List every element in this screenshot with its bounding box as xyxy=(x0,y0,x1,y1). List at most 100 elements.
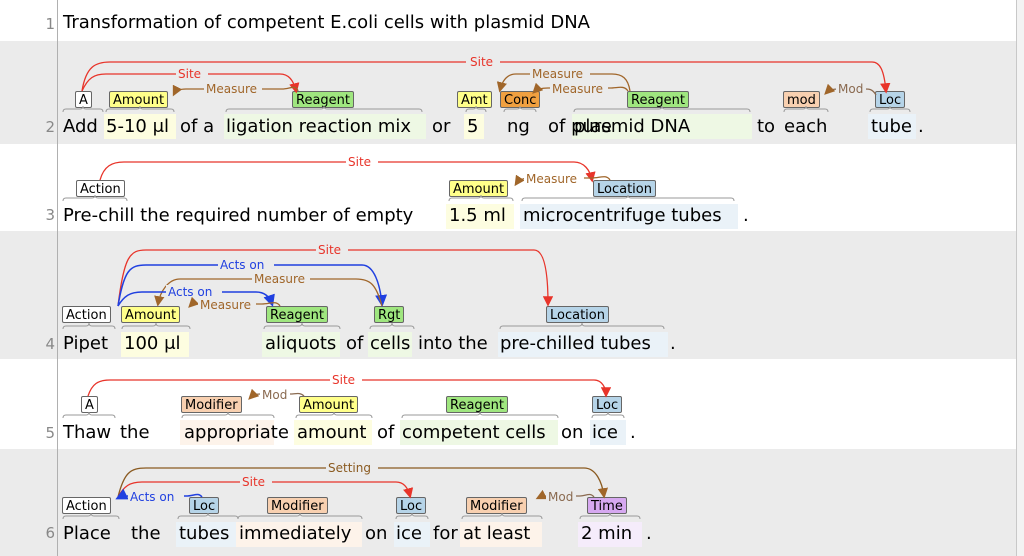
token[interactable]: competent cells xyxy=(402,422,546,443)
location-highlight xyxy=(520,204,738,229)
token[interactable]: or xyxy=(432,116,451,137)
gutter-divider xyxy=(57,0,58,556)
token[interactable]: tubes xyxy=(179,523,230,544)
sentence-title[interactable]: Transformation of competent E.coli cells… xyxy=(63,12,590,33)
token[interactable]: 2 min xyxy=(581,523,633,544)
line-number: 6 xyxy=(45,524,55,542)
entity-label-modifier[interactable]: Modifier xyxy=(466,497,527,514)
entity-label-time[interactable]: Time xyxy=(587,497,627,514)
location-highlight xyxy=(394,522,430,547)
entity-label-location[interactable]: Loc xyxy=(396,497,427,514)
token[interactable]: Pipet xyxy=(63,333,109,354)
entity-label-concentration[interactable]: Conc xyxy=(500,91,541,108)
token[interactable]: of a xyxy=(180,116,215,137)
token[interactable]: the xyxy=(120,422,150,443)
reagent-highlight xyxy=(224,114,426,139)
line-number: 4 xyxy=(45,335,55,353)
token[interactable]: . xyxy=(743,205,749,226)
token[interactable]: . xyxy=(630,422,636,443)
token[interactable]: of pure xyxy=(548,116,612,137)
token[interactable]: of xyxy=(346,333,364,354)
location-highlight xyxy=(868,114,916,139)
location-highlight xyxy=(590,420,626,445)
token[interactable]: at least xyxy=(463,523,531,544)
modifier-highlight xyxy=(180,420,274,445)
entity-label-reagent[interactable]: Reagent xyxy=(266,306,328,323)
entity-label-modifier[interactable]: mod xyxy=(783,91,820,108)
token[interactable]: 100 μl xyxy=(124,333,181,354)
token[interactable]: into the xyxy=(418,333,488,354)
token[interactable]: Place xyxy=(63,523,111,544)
entity-label-action[interactable]: Action xyxy=(62,306,111,323)
token[interactable]: . xyxy=(670,333,676,354)
entity-label-modifier[interactable]: Modifier xyxy=(267,497,328,514)
line-number: 5 xyxy=(45,424,55,442)
scrollbar[interactable] xyxy=(1017,0,1024,556)
line-number: 1 xyxy=(45,15,55,33)
entity-label-amount[interactable]: Amt xyxy=(457,91,492,108)
token[interactable]: to xyxy=(757,116,776,137)
sentence-row-1 xyxy=(0,0,1016,41)
location-highlight xyxy=(498,332,668,357)
right-border xyxy=(1016,0,1017,556)
modifier-highlight xyxy=(460,522,542,547)
token[interactable]: appropriate xyxy=(184,422,289,443)
reagent-highlight xyxy=(400,420,558,445)
token[interactable]: Add xyxy=(63,116,98,137)
token[interactable]: ice xyxy=(592,422,618,443)
token[interactable]: Pre-chill the required number of empty xyxy=(63,205,414,226)
time-highlight xyxy=(578,522,642,547)
token[interactable]: the xyxy=(131,523,161,544)
entity-label-amount[interactable]: Amount xyxy=(121,306,181,323)
entity-label-reagent[interactable]: Reagent xyxy=(446,396,508,413)
entity-label-reagent[interactable]: Reagent xyxy=(292,91,354,108)
entity-label-action[interactable]: A xyxy=(75,91,92,108)
reagent-highlight xyxy=(572,114,752,139)
amount-highlight xyxy=(294,420,372,445)
token[interactable]: 5-10 μl xyxy=(106,116,170,137)
amount-highlight xyxy=(446,204,514,229)
token[interactable]: amount xyxy=(297,422,367,443)
entity-label-action[interactable]: Action xyxy=(76,180,125,197)
token[interactable]: immediately xyxy=(239,523,352,544)
token[interactable]: tube xyxy=(871,116,912,137)
token[interactable]: plasmid DNA xyxy=(574,116,691,137)
entity-label-reagent[interactable]: Rgt xyxy=(374,306,405,323)
line-number: 2 xyxy=(45,118,55,136)
token[interactable]: on xyxy=(365,523,388,544)
entity-label-location[interactable]: Location xyxy=(546,306,609,323)
token[interactable]: Thaw xyxy=(63,422,112,443)
entity-label-location[interactable]: Location xyxy=(593,180,656,197)
line-number: 3 xyxy=(45,206,55,224)
token[interactable]: 1.5 ml xyxy=(449,205,506,226)
token[interactable]: on xyxy=(561,422,584,443)
entity-label-action[interactable]: Action xyxy=(62,497,111,514)
token[interactable]: microcentrifuge tubes xyxy=(523,205,722,226)
entity-label-location[interactable]: Loc xyxy=(875,91,906,108)
token[interactable]: . xyxy=(918,116,924,137)
token[interactable]: aliquots xyxy=(265,333,337,354)
token[interactable]: ligation reaction mix xyxy=(226,116,412,137)
token[interactable]: each xyxy=(784,116,828,137)
entity-label-amount[interactable]: Amount xyxy=(299,396,359,413)
entity-label-location[interactable]: Loc xyxy=(592,396,623,413)
token[interactable]: cells xyxy=(370,333,411,354)
token[interactable]: ice xyxy=(396,523,422,544)
token[interactable]: of xyxy=(377,422,395,443)
entity-label-action[interactable]: A xyxy=(81,396,98,413)
token[interactable]: for xyxy=(433,523,458,544)
token[interactable]: pre-chilled tubes xyxy=(500,333,651,354)
amount-highlight xyxy=(104,114,176,139)
token[interactable]: ng xyxy=(507,116,530,137)
amount-highlight xyxy=(464,114,484,139)
entity-label-modifier[interactable]: Modifier xyxy=(181,396,242,413)
token[interactable]: 5 xyxy=(467,116,479,137)
entity-label-location[interactable]: Loc xyxy=(189,497,220,514)
modifier-highlight xyxy=(236,522,362,547)
amount-highlight xyxy=(121,332,189,357)
token[interactable]: . xyxy=(646,523,652,544)
location-highlight xyxy=(176,522,236,547)
entity-label-amount[interactable]: Amount xyxy=(449,180,509,197)
entity-label-reagent[interactable]: Reagent xyxy=(627,91,689,108)
entity-label-amount[interactable]: Amount xyxy=(109,91,169,108)
